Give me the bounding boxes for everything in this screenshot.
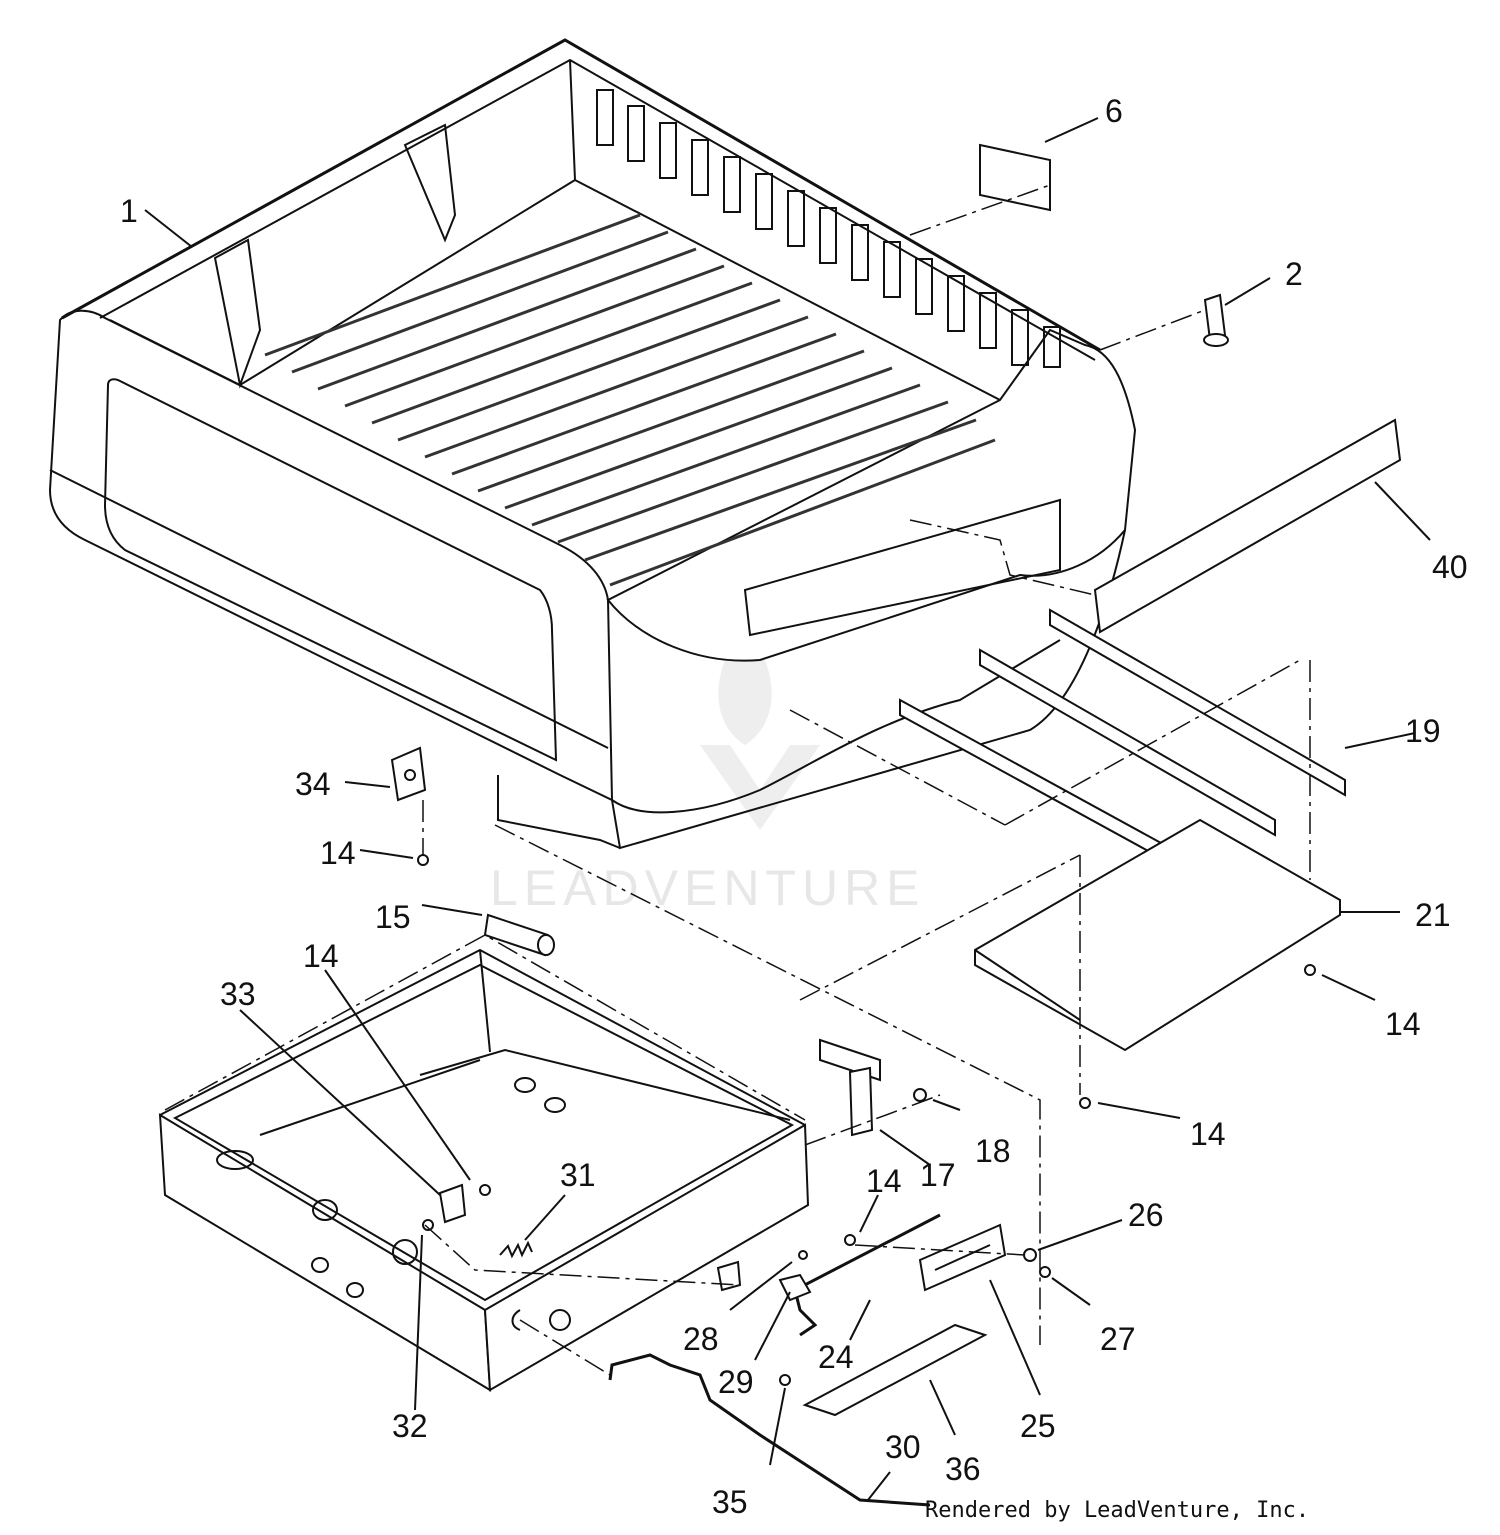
box-floor-ribs — [264, 213, 996, 587]
callout-30: 30 — [885, 1429, 921, 1465]
part-36-decal — [802, 1323, 988, 1417]
callout-14-rail: 14 — [1190, 1116, 1226, 1152]
callout-17: 17 — [920, 1157, 956, 1193]
callout-25: 25 — [1020, 1408, 1056, 1444]
part-2-plug — [1203, 293, 1229, 347]
callout-14-box: 14 — [320, 835, 356, 871]
callout-18: 18 — [975, 1133, 1011, 1169]
callout-1: 1 — [120, 193, 138, 229]
callout-34: 34 — [295, 766, 331, 802]
callout-14-frame: 14 — [303, 938, 339, 974]
callout-14-plate: 14 — [1385, 1006, 1421, 1042]
callout-2: 2 — [1285, 256, 1303, 292]
part-25-plate — [918, 1223, 1007, 1292]
part-33-bracket — [438, 1183, 467, 1224]
callout-6: 6 — [1105, 93, 1123, 129]
callout-14-latch: 14 — [866, 1163, 902, 1199]
callout-28: 28 — [683, 1321, 719, 1357]
leadventure-watermark: LEADVENTURE — [490, 640, 926, 916]
part-24-rod — [793, 1213, 941, 1337]
cargo-box — [48, 38, 1137, 850]
hardware-fasteners — [417, 854, 1316, 1386]
part-17-hinge — [819, 1038, 881, 1137]
part-30-latch-rod — [608, 1353, 931, 1507]
callout-29: 29 — [718, 1364, 754, 1400]
callout-21: 21 — [1415, 897, 1451, 933]
callout-leaders — [144, 117, 1431, 1501]
callout-33: 33 — [220, 976, 256, 1012]
callout-27: 27 — [1100, 1321, 1136, 1357]
part-28-29-latch — [716, 1260, 812, 1302]
callout-24: 24 — [818, 1339, 854, 1375]
part-6-decal — [979, 143, 1051, 212]
part-21-plate — [974, 818, 1341, 1052]
part-15-pin — [483, 913, 555, 957]
part-40-panel — [1093, 418, 1402, 634]
exploded-view-lines — [164, 184, 1311, 1376]
callout-32: 32 — [392, 1408, 428, 1444]
box-wall-slots — [596, 89, 1061, 368]
callout-19: 19 — [1405, 713, 1441, 749]
callout-35: 35 — [712, 1484, 748, 1520]
callout-36: 36 — [945, 1451, 981, 1487]
watermark-text: LEADVENTURE — [490, 860, 926, 916]
callout-31: 31 — [560, 1157, 596, 1193]
rendered-by-credit: Rendered by LeadVenture, Inc. — [925, 1498, 1309, 1523]
callout-40: 40 — [1432, 549, 1468, 585]
part-31-spring — [499, 1240, 533, 1259]
part-19-rails — [899, 608, 1346, 877]
callout-labels: 1 2 6 40 19 21 14 14 34 14 15 14 33 31 3… — [120, 93, 1468, 1520]
part-34-bracket — [390, 746, 427, 802]
callout-26: 26 — [1128, 1197, 1164, 1233]
cargo-frame — [158, 948, 810, 1392]
callout-15: 15 — [375, 899, 411, 935]
